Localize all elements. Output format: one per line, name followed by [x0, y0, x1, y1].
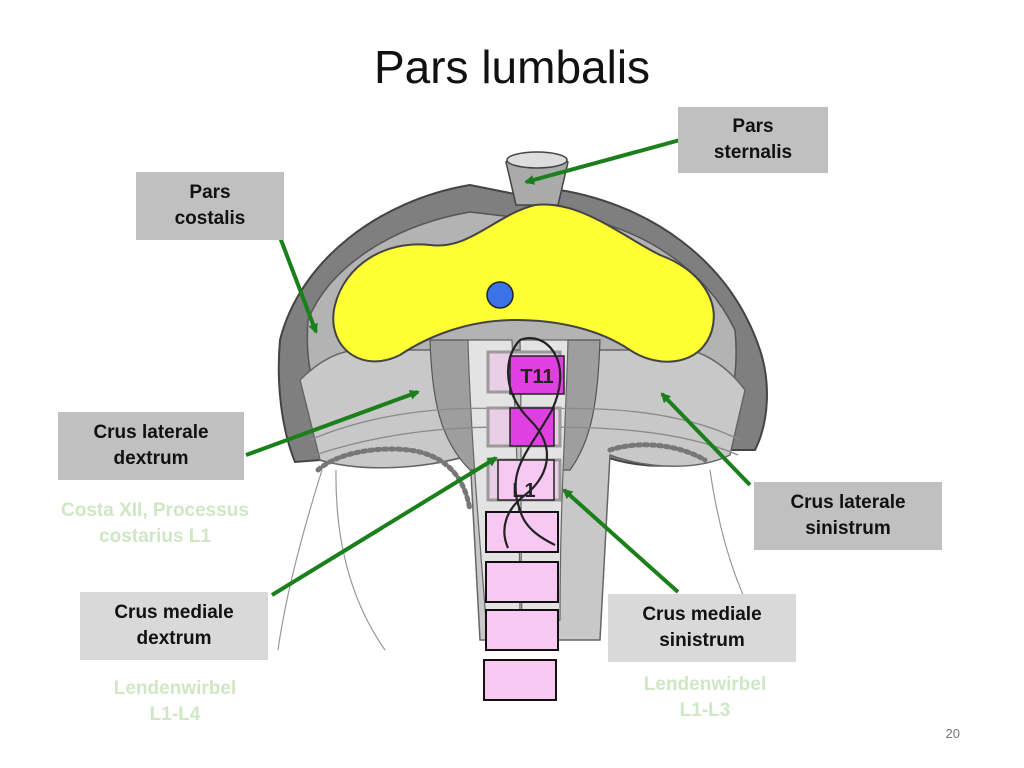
vertebra-l4	[485, 609, 559, 651]
label-line: sternalis	[713, 142, 793, 163]
aorta-dot	[486, 281, 514, 309]
vertebra-l3	[485, 561, 559, 603]
costa-dotted-outline	[315, 446, 473, 513]
vertebra-t11	[509, 355, 565, 395]
label-crus-laterale-dextrum: Crus laterale dextrum	[58, 412, 244, 480]
arrow-crus-mediale-sinistrum	[562, 488, 680, 594]
label-line: Pars	[189, 182, 231, 203]
slide-title: Pars lumbalis	[373, 41, 651, 93]
label-line: dextrum	[136, 628, 212, 649]
label-line: sinistrum	[805, 518, 891, 539]
note-line: Lendenwirbel	[113, 678, 237, 699]
note-line: L1-L4	[149, 704, 201, 725]
pointer-arrows	[245, 138, 752, 597]
note-costa-xii: Costa XII, Processus costarius L1	[30, 498, 280, 550]
label-line: Crus mediale	[642, 604, 762, 625]
note-line: Lendenwirbel	[643, 674, 767, 695]
label-crus-laterale-sinistrum: Crus laterale sinistrum	[754, 482, 942, 550]
label-line: Crus laterale	[93, 422, 209, 443]
note-line: Costa XII, Processus	[61, 500, 249, 521]
vertebra-l2	[485, 511, 559, 553]
label-line: sinistrum	[659, 630, 745, 651]
arrow-crus-laterale-sinistrum	[660, 392, 752, 487]
label-line: dextrum	[113, 448, 189, 469]
label-line: costalis	[174, 208, 246, 229]
vertebra-t12	[509, 407, 555, 447]
label-crus-mediale-sinistrum: Crus mediale sinistrum	[608, 594, 796, 662]
note-line: costarius L1	[99, 526, 211, 547]
page-number: 20	[945, 726, 960, 741]
arrow-pars-costalis	[276, 231, 318, 334]
vertebra-l5	[483, 659, 557, 701]
label-line: Pars	[732, 116, 774, 137]
note-line: L1-L3	[679, 700, 731, 721]
central-tendon	[332, 203, 715, 363]
note-lendenwirbel-left: Lendenwirbel L1-L4	[80, 676, 270, 728]
arrow-pars-sternalis	[524, 138, 681, 185]
label-pars-costalis: Pars costalis	[136, 172, 284, 240]
label-pars-sternalis: Pars sternalis	[678, 107, 828, 173]
vertebra-label-l1: L1	[512, 480, 535, 502]
label-line: Crus mediale	[114, 602, 234, 623]
arrow-crus-mediale-dextrum	[270, 456, 498, 597]
vertebra-label-t11: T11	[520, 366, 553, 388]
label-crus-mediale-dextrum: Crus mediale dextrum	[80, 592, 268, 660]
label-line: Crus laterale	[790, 492, 906, 513]
arrow-crus-laterale-dextrum	[245, 390, 420, 457]
note-lendenwirbel-right: Lendenwirbel L1-L3	[610, 672, 800, 724]
